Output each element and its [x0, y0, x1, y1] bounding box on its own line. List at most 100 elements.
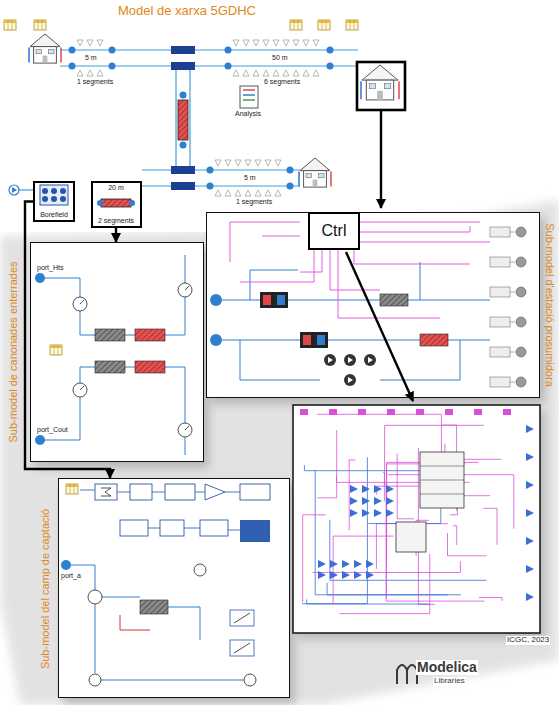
port-name: port_a: [60, 572, 82, 580]
soil-triangle: [273, 40, 279, 46]
pump-arrow: [368, 357, 373, 363]
function-block: [200, 520, 228, 536]
highlight-box: 20 m2 segments: [91, 181, 142, 228]
heat-pump-blue: [317, 335, 325, 345]
output-block: [490, 317, 510, 327]
panel-background: [206, 212, 540, 398]
soil-triangle: [265, 190, 271, 196]
signal-triangle: [354, 571, 362, 579]
node-text: Ctrl: [322, 222, 347, 240]
house-window: [369, 84, 375, 89]
table-grid: [58, 345, 59, 355]
sensor-symbol: [194, 564, 206, 576]
table-grid: [326, 20, 327, 30]
table-header: [34, 20, 46, 23]
house-door: [43, 56, 48, 64]
house-window: [384, 84, 390, 89]
table-grid: [350, 20, 351, 30]
output-port: [516, 257, 526, 267]
soil-block: [95, 329, 125, 341]
table-grid: [322, 20, 323, 30]
output-port: [516, 287, 526, 297]
soil-triangle: [273, 70, 279, 76]
pipe-line: [175, 66, 176, 170]
return-stripe: [28, 48, 30, 63]
table-grid: [38, 20, 39, 30]
control-signal: [377, 486, 420, 494]
pipe-line: [60, 49, 358, 50]
borefield-icon: [40, 185, 68, 205]
signal-triangle: [330, 571, 338, 579]
submodel-panel: Sub-model del camp de captació: [58, 478, 290, 698]
logo-mark: [397, 665, 417, 684]
pipe-line: [185, 255, 186, 283]
supply-stripe: [398, 81, 400, 99]
control-signal: [340, 554, 430, 614]
panel-heading: Sub-model d'estació prosumidora: [542, 223, 555, 387]
panel-heading: Sub-model de canonades enterrades: [7, 261, 20, 442]
vertical-pipe: [178, 100, 188, 140]
pipe-line: [102, 597, 140, 598]
output-block: [490, 377, 510, 387]
pipe-port: [69, 47, 76, 54]
pipe-port: [207, 183, 214, 190]
soil-triangle: [275, 190, 281, 196]
table-grid: [8, 20, 9, 30]
signal-triangle: [374, 485, 382, 493]
pipe-icon: [101, 199, 131, 207]
control-block: Ctrl: [308, 212, 360, 250]
segment-count: 6 segments: [263, 78, 301, 86]
exchanger-block: [420, 334, 448, 346]
table-icon: [346, 20, 358, 30]
pipe-line: [80, 367, 95, 383]
function-block: [120, 520, 148, 536]
signal-triangle: [526, 509, 534, 517]
feedback-line: [120, 615, 150, 630]
signal-triangle: [362, 509, 370, 517]
network-schematic: [4, 20, 405, 207]
borehole: [42, 196, 48, 202]
signal-triangle: [386, 509, 394, 517]
logic-grid: [420, 480, 464, 481]
segment-count: 1 segments: [235, 198, 273, 206]
table-icon: [66, 484, 78, 494]
soil-triangle: [293, 40, 299, 46]
pump-symbol: [344, 354, 356, 366]
table-grid: [54, 345, 55, 355]
pipe-port: [225, 47, 232, 54]
logic-grid: [420, 466, 464, 467]
soil-triangle: [255, 160, 261, 166]
pipe-line: [470, 340, 490, 341]
table-grid: [298, 20, 299, 30]
signal-triangle: [330, 560, 338, 568]
analysis-icon: [240, 86, 258, 108]
zoom-arrow: [380, 111, 382, 208]
analysis-line: [243, 89, 255, 91]
pump-symbol: [364, 354, 376, 366]
function-block: [160, 520, 184, 536]
pipe-port: [180, 92, 187, 99]
output-block: [490, 227, 510, 237]
return-stripe: [360, 81, 362, 99]
table-icon: [50, 345, 62, 355]
soil-triangle: [233, 40, 239, 46]
soil-triangle: [215, 160, 221, 166]
pipe-length: 5 m: [84, 54, 98, 62]
logic-grid: [420, 494, 464, 495]
sensor-needle: [80, 386, 84, 390]
sensor-needle: [80, 300, 84, 304]
signal-triangle: [362, 485, 370, 493]
soil-triangle: [253, 40, 259, 46]
borehole: [42, 188, 48, 194]
control-signal: [354, 250, 470, 264]
signal-line: [80, 490, 95, 491]
table-grid: [12, 20, 13, 30]
heat-pump-red: [263, 295, 271, 305]
temperature-sensor: [178, 283, 192, 297]
gain-block: [240, 520, 270, 542]
table-icon: [34, 20, 46, 30]
output-port: [516, 227, 526, 237]
signal-line: [117, 492, 130, 493]
soil-triangle: [275, 160, 281, 166]
table-header: [4, 20, 16, 23]
